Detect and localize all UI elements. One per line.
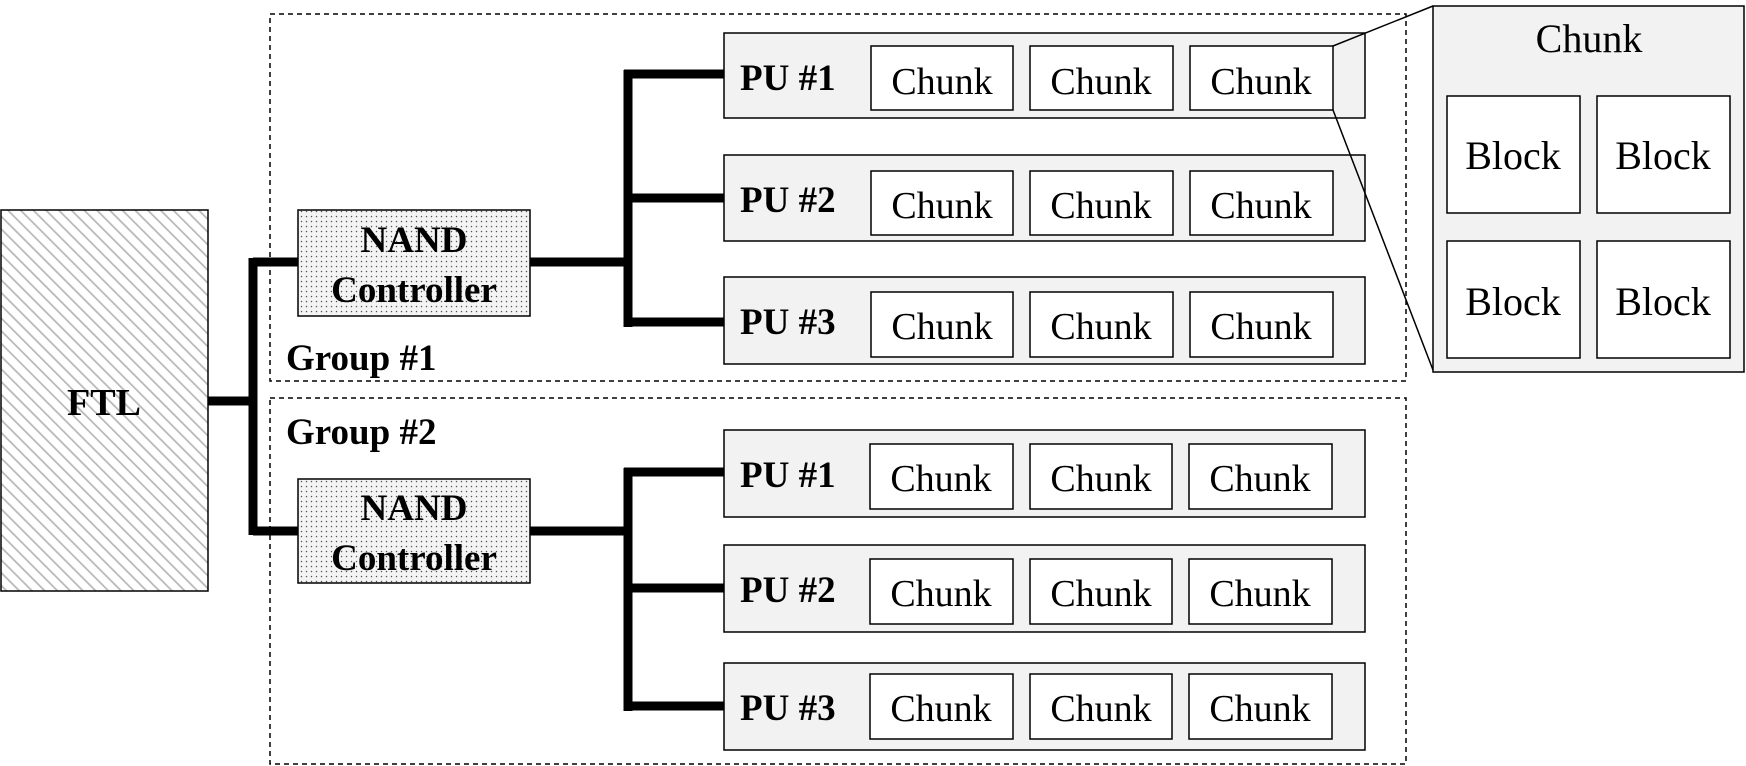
chunk-label: Chunk <box>1050 688 1151 730</box>
chunk-label: Chunk <box>1050 573 1151 615</box>
block-box <box>1446 240 1581 359</box>
group-1-container <box>269 13 1407 382</box>
chunk-box <box>870 45 1014 111</box>
pu-row: PU #2 Chunk Chunk Chunk <box>723 544 1366 633</box>
chunk-label: Chunk <box>1209 688 1310 730</box>
chunk-box <box>1188 443 1333 510</box>
block-box <box>1596 240 1731 359</box>
chunk-label: Chunk <box>1210 306 1311 348</box>
nand-controller-2: NAND Controller <box>297 478 531 584</box>
chunk-label: Chunk <box>891 61 992 103</box>
chunk-box <box>1029 170 1174 236</box>
chunk-box <box>869 443 1014 510</box>
chunk-box <box>1189 45 1334 111</box>
chunk-box <box>1189 291 1334 358</box>
group-2-label: Group #2 <box>286 412 436 453</box>
chunk-box <box>1029 443 1173 510</box>
chunk-label: Chunk <box>1210 185 1311 227</box>
chunk-detail: Chunk Block Block Block Block <box>1432 5 1745 373</box>
pu-row: PU #3 Chunk Chunk Chunk <box>723 276 1366 365</box>
chunk-label: Chunk <box>1050 185 1151 227</box>
chunk-box <box>869 558 1014 625</box>
chunk-label: Chunk <box>890 458 991 500</box>
zoom-line-top <box>1332 5 1434 47</box>
chunk-box <box>1188 558 1333 625</box>
controller-2-line2: Controller <box>331 538 497 579</box>
pu-label: PU #1 <box>740 58 836 99</box>
group-2-container <box>269 397 1407 765</box>
pu-label: PU #2 <box>740 180 836 221</box>
chunk-box <box>1189 170 1334 236</box>
pu-label: PU #2 <box>740 570 836 611</box>
pu-label: PU #3 <box>740 688 836 729</box>
block-label: Block <box>1465 279 1561 324</box>
chunk-box <box>870 170 1014 236</box>
pu-row: PU #3 Chunk Chunk Chunk <box>723 662 1366 751</box>
chunk-label: Chunk <box>1210 61 1311 103</box>
pu-row: PU #1 Chunk Chunk Chunk <box>723 32 1366 119</box>
pu-label: PU #1 <box>740 455 836 496</box>
chunk-label: Chunk <box>890 688 991 730</box>
chunk-label: Chunk <box>890 573 991 615</box>
bus-lines <box>208 69 724 711</box>
controller-1-line1: NAND <box>361 220 468 261</box>
block-label: Block <box>1615 133 1711 178</box>
chunk-box <box>1029 673 1173 740</box>
controller-1-line2: Controller <box>331 270 497 311</box>
pu-row: PU #2 Chunk Chunk Chunk <box>723 154 1366 242</box>
ftl-label: FTL <box>67 382 141 424</box>
block-label: Block <box>1465 133 1561 178</box>
block-box <box>1446 95 1581 214</box>
chunk-box <box>1029 291 1174 358</box>
zoom-callout-lines <box>1332 5 1434 371</box>
zoom-line-bottom <box>1332 109 1434 371</box>
chunk-label: Chunk <box>1050 61 1151 103</box>
chunk-label: Chunk <box>891 185 992 227</box>
block-box <box>1596 95 1731 214</box>
pu-label: PU #3 <box>740 302 836 343</box>
group-1-label: Group #1 <box>286 338 436 379</box>
chunk-box <box>870 291 1014 358</box>
chunk-label: Chunk <box>1050 458 1151 500</box>
chunk-label: Chunk <box>1050 306 1151 348</box>
pu-row: PU #1 Chunk Chunk Chunk <box>723 429 1366 518</box>
block-label: Block <box>1615 279 1711 324</box>
chunk-box <box>869 673 1014 740</box>
chunk-label: Chunk <box>1209 458 1310 500</box>
controller-2-line1: NAND <box>361 488 468 529</box>
chunk-label: Chunk <box>891 306 992 348</box>
nand-controller-1: NAND Controller <box>297 209 531 317</box>
chunk-box <box>1188 673 1333 740</box>
ftl-block: FTL <box>0 209 209 592</box>
chunk-box <box>1029 558 1173 625</box>
chunk-detail-title: Chunk <box>1536 16 1643 61</box>
chunk-box <box>1029 45 1174 111</box>
chunk-label: Chunk <box>1209 573 1310 615</box>
